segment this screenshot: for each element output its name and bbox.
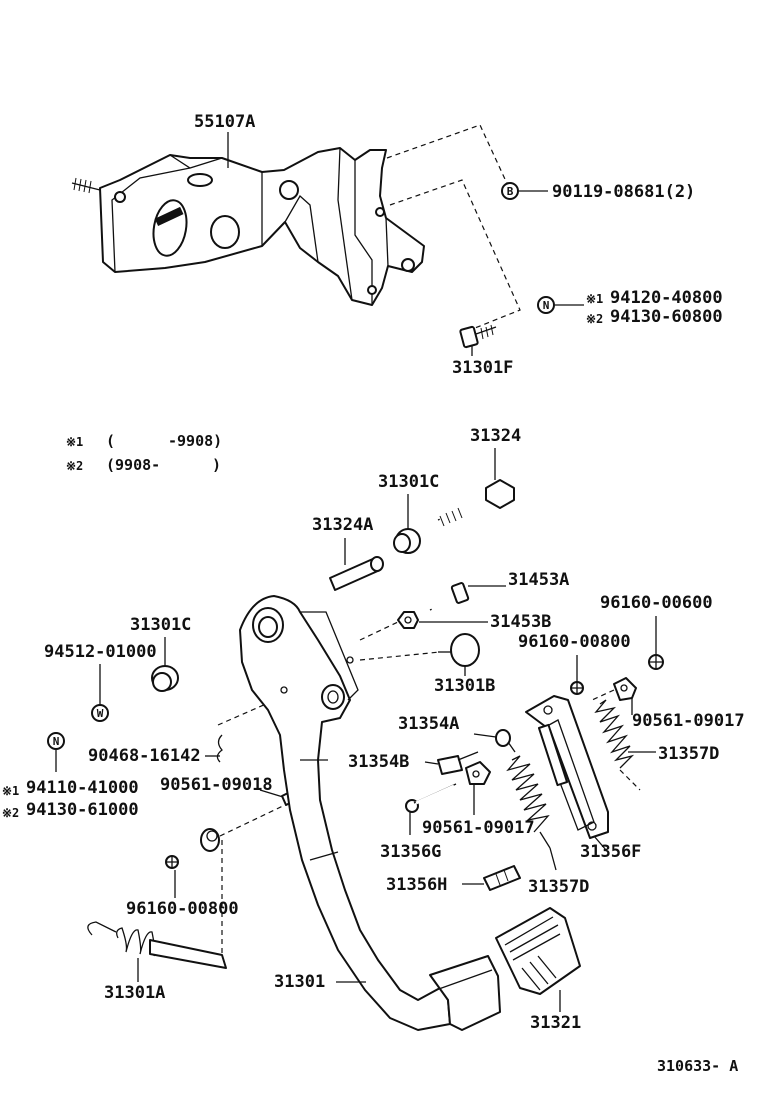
- leader-dashed: [389, 179, 521, 331]
- clip-96160-00600: [648, 654, 664, 670]
- svg-text:B: B: [507, 185, 514, 198]
- svg-text:N: N: [53, 735, 60, 748]
- svg-text:N: N: [543, 299, 550, 312]
- leader-dashed: [386, 124, 511, 191]
- svg-text:※1: ※1: [66, 435, 83, 449]
- pin-31356G: [405, 783, 457, 813]
- pedal-pad-31321: [495, 907, 581, 995]
- switch-bracket-31356F: [525, 695, 609, 839]
- label-31357D-center: 31357D: [528, 877, 589, 897]
- clip-96160-00800-upper: [570, 681, 584, 695]
- bracket-55107A: [71, 147, 425, 306]
- label-31301A: 31301A: [104, 983, 165, 1003]
- label-31324A: 31324A: [312, 515, 373, 535]
- clip-96160-00800-lower: [165, 855, 179, 869]
- stopper-31354A: [495, 729, 511, 747]
- bushing-31301C-top: [393, 528, 421, 554]
- mark-1: ※1: [586, 292, 603, 306]
- spacer-90561-09017-lower: [465, 761, 491, 785]
- label-96160-00800-lower: 96160-00800: [126, 899, 239, 919]
- label-31301C-left: 31301C: [130, 615, 191, 635]
- collar-31324A: [329, 556, 384, 591]
- label-31453B: 31453B: [490, 612, 551, 632]
- bolt-31324: [437, 479, 515, 527]
- label-31356H: 31356H: [386, 875, 447, 895]
- label-90561-09018: 90561-09018: [160, 775, 273, 795]
- label-90119-08681: 90119-08681(2): [552, 182, 695, 202]
- symbol-w: W: [91, 704, 109, 722]
- spring-31357D-center: [506, 741, 551, 849]
- pin-31354B: [437, 751, 479, 775]
- mark-2-lower: ※2: [2, 806, 19, 820]
- pin-31356H: [483, 865, 521, 891]
- pedal-arm-31301: [239, 595, 501, 1031]
- label-31301B: 31301B: [434, 676, 495, 696]
- svg-text:W: W: [97, 707, 104, 720]
- svg-text:※2: ※2: [66, 459, 83, 473]
- label-94120-40800: 94120-40800: [610, 288, 723, 308]
- label-96160-00800-upper: 96160-00800: [518, 632, 631, 652]
- svg-text:): ): [212, 456, 221, 474]
- mark-2: ※2: [586, 312, 603, 326]
- label-96160-00600: 96160-00600: [600, 593, 713, 613]
- spring-31301A: [87, 921, 227, 969]
- symbol-b: B: [501, 182, 519, 200]
- label-31453A: 31453A: [508, 570, 569, 590]
- spacer-90561-09017-upper: [613, 677, 637, 701]
- label-31301F: 31301F: [452, 358, 513, 378]
- label-31356F: 31356F: [580, 842, 641, 862]
- bolt-31301F: [459, 324, 497, 349]
- mark-1-lower: ※1: [2, 784, 19, 798]
- label-94130-60800: 94130-60800: [610, 307, 723, 327]
- label-90561-09017-upper: 90561-09017: [632, 711, 745, 731]
- label-31324: 31324: [470, 426, 521, 446]
- svg-text:(9908-: (9908-: [106, 456, 160, 474]
- bushing-31301C-left: [151, 665, 179, 692]
- spring-31357D-right: [594, 699, 635, 769]
- label-31301: 31301: [274, 972, 325, 992]
- applicability-notes: ※1 ( -9908) ※2 (9908- ): [66, 432, 222, 474]
- label-94130-61000: 94130-61000: [26, 800, 139, 820]
- label-55107A: 55107A: [194, 112, 255, 132]
- symbol-n: N: [537, 296, 555, 314]
- label-31321: 31321: [530, 1013, 581, 1033]
- bolt-31453A: [429, 582, 470, 612]
- label-31356G: 31356G: [380, 842, 441, 862]
- nut-31453B: [397, 611, 419, 629]
- label-94512-01000: 94512-01000: [44, 642, 157, 662]
- symbol-n-lower: N: [47, 732, 65, 750]
- bushing-pedal-lower: [200, 828, 220, 852]
- stopper-31301B: [438, 633, 480, 667]
- figure-code: 310633- A: [657, 1057, 738, 1075]
- label-31354B: 31354B: [348, 752, 409, 772]
- label-90468-16142: 90468-16142: [88, 746, 201, 766]
- svg-text:(: (: [106, 432, 115, 450]
- label-31357D-right: 31357D: [658, 744, 719, 764]
- label-31301C-top: 31301C: [378, 472, 439, 492]
- label-94110-41000: 94110-41000: [26, 778, 139, 798]
- clip-90468-16142: [216, 734, 223, 763]
- label-90561-09017-lower: 90561-09017: [422, 818, 535, 838]
- label-31354A: 31354A: [398, 714, 459, 734]
- svg-text:-9908): -9908): [168, 432, 222, 450]
